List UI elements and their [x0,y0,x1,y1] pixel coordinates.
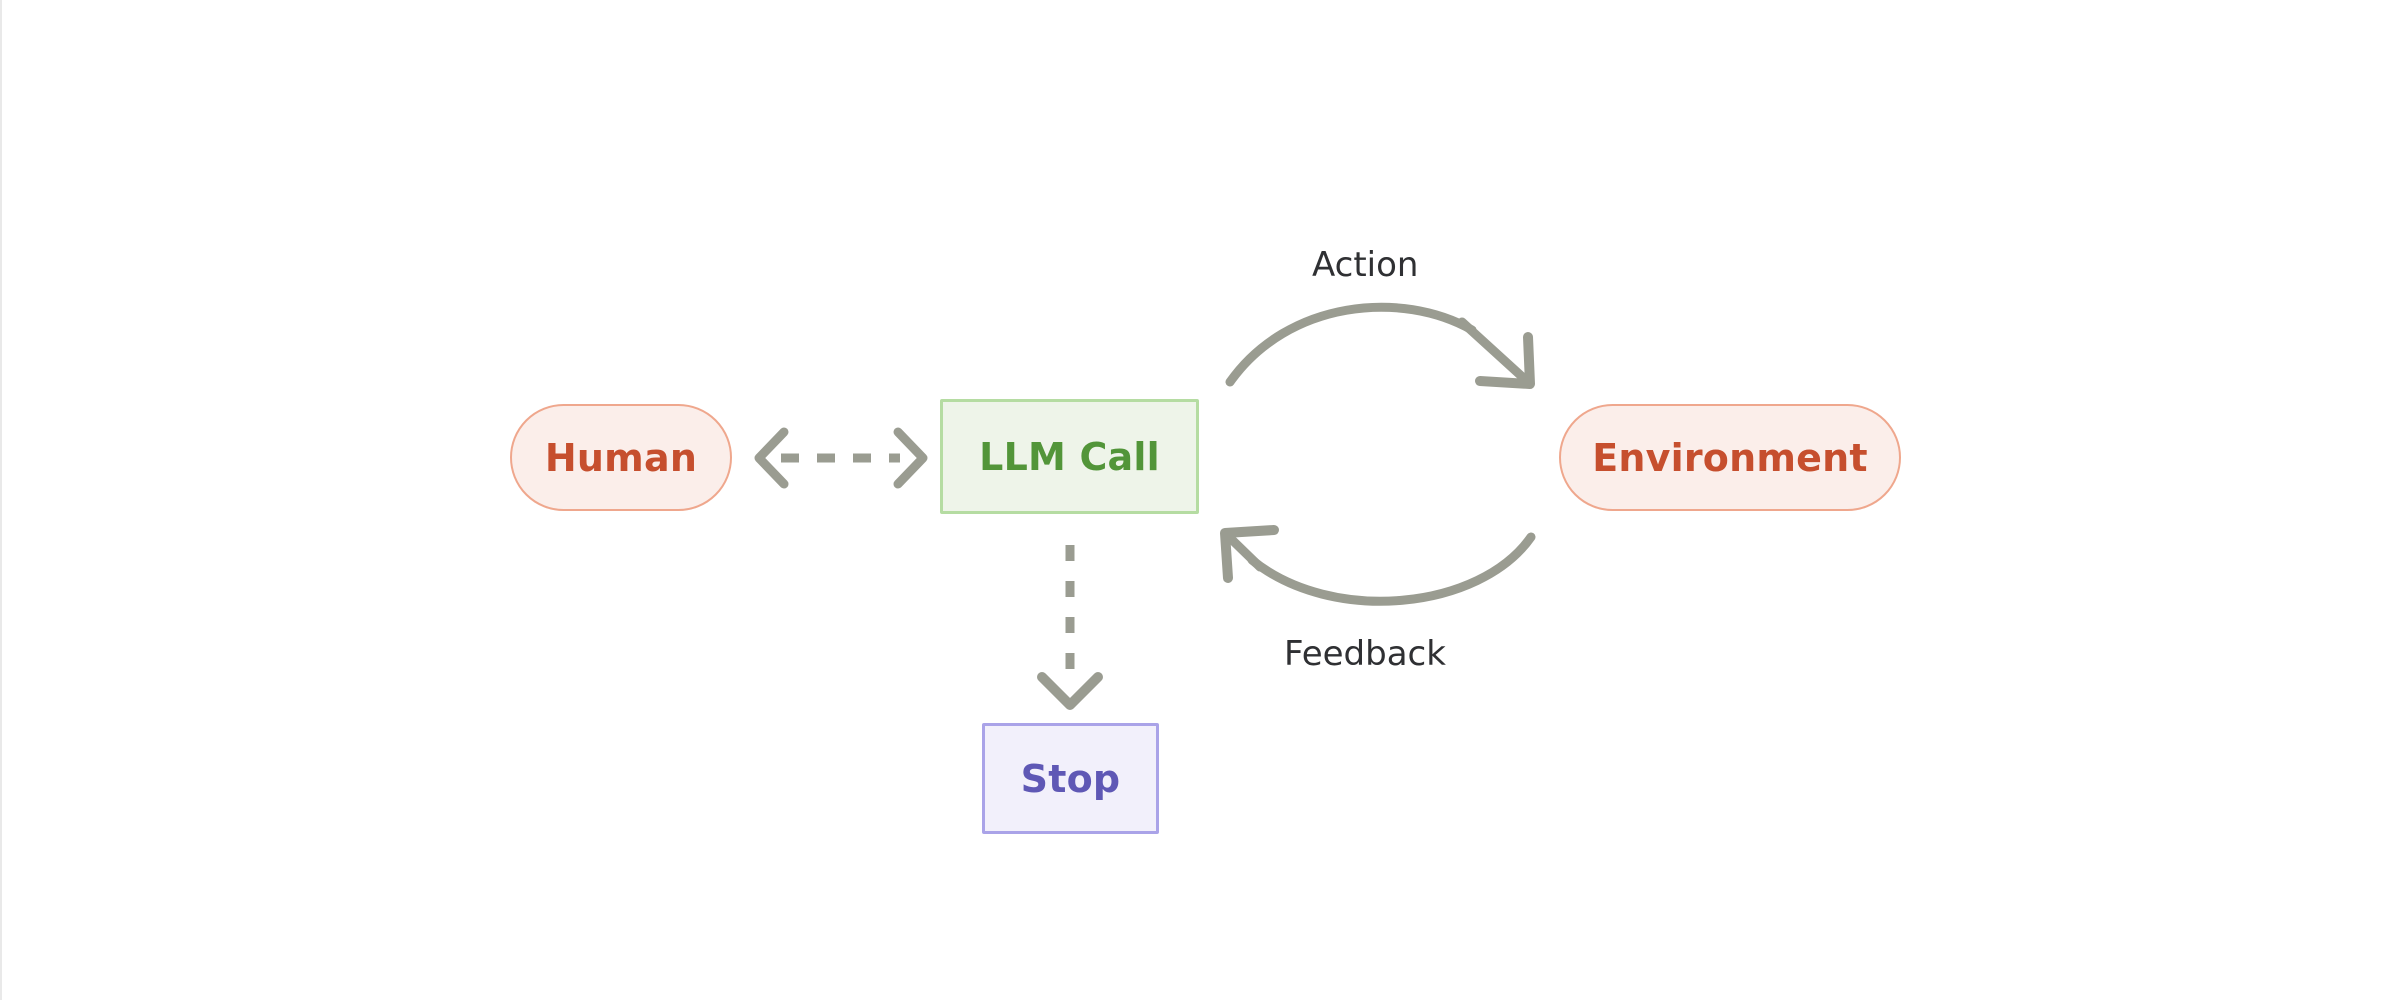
node-environment-label: Environment [1592,435,1868,480]
edge-human-llm-call [754,427,928,489]
edge-label-feedback: Feedback [1284,634,1446,674]
edge-action-curve-tip [1457,317,1534,388]
edge-feedback [1220,525,1536,606]
edge-llm-call-stop [1037,545,1103,710]
node-stop[interactable]: Stop [982,723,1159,834]
node-llm-call-label: LLM Call [979,434,1160,479]
edge-feedback-curve-tip [1221,529,1265,572]
arrowhead-feedback-icon [1220,525,1279,583]
arrowhead-left-icon [754,427,789,489]
node-environment[interactable]: Environment [1559,404,1901,511]
edge-action [1225,302,1535,389]
edge-action-curve [1225,302,1477,387]
arrowhead-action-icon [1475,332,1535,389]
edge-label-action: Action [1312,245,1419,285]
node-llm-call[interactable]: LLM Call [940,399,1199,514]
node-human-label: Human [544,435,698,480]
edge-feedback-curve [1247,532,1536,606]
node-stop-label: Stop [1020,756,1121,801]
node-human[interactable]: Human [510,404,732,511]
arrowhead-right-icon [893,427,928,489]
arrowhead-down-icon [1037,672,1103,710]
